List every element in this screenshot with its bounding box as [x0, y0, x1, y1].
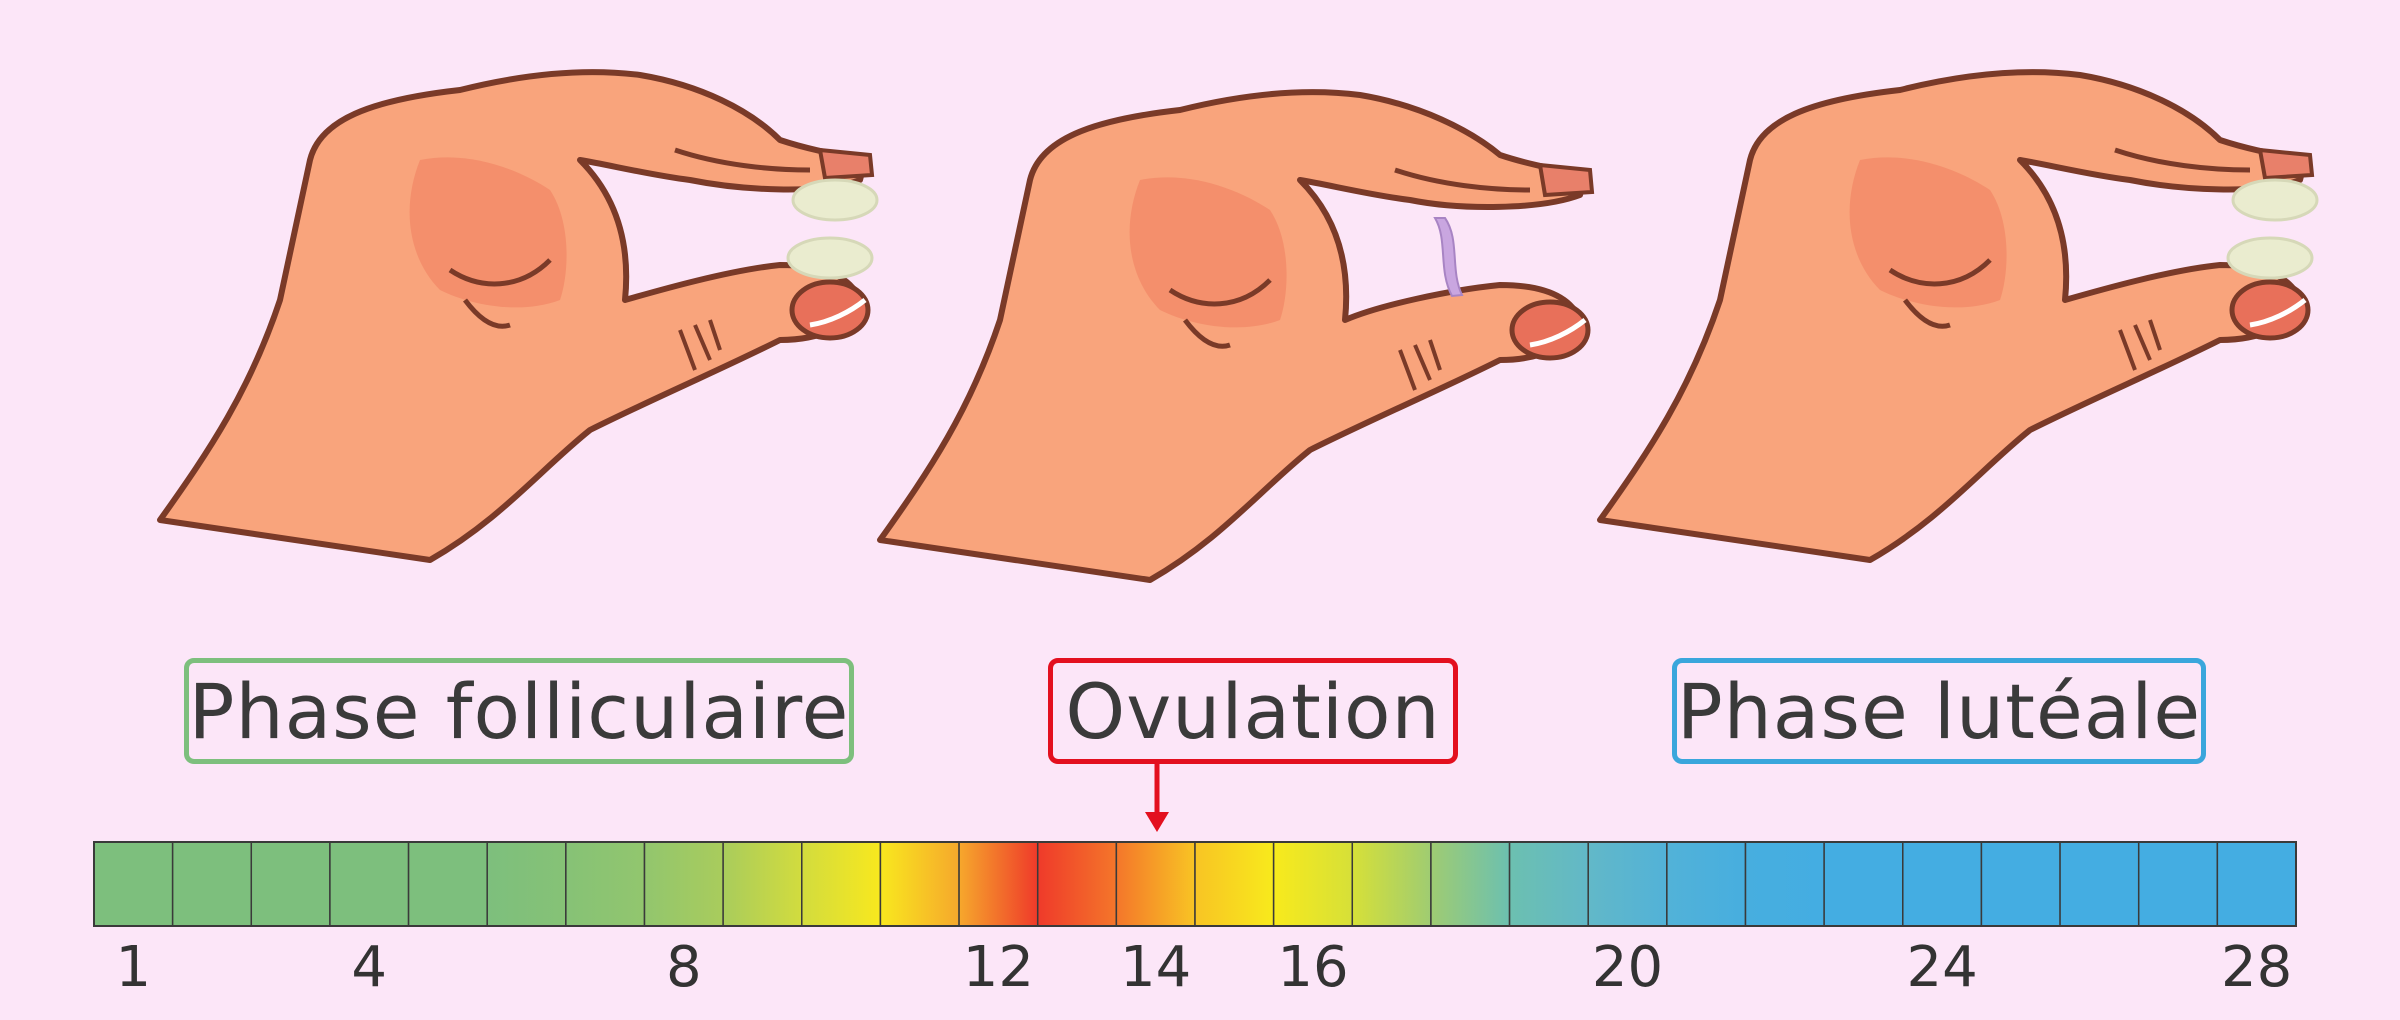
day-cell-19	[1508, 841, 1589, 927]
day-cell-3	[250, 841, 331, 927]
day-cell-8	[643, 841, 724, 927]
hand-illustration	[1597, 69, 2315, 563]
hand-follicular	[157, 69, 879, 563]
day-cell-22	[1744, 841, 1825, 927]
day-cell-5	[407, 841, 488, 927]
tick-label-day-4: 4	[351, 935, 388, 1000]
tick-label-day-20: 20	[1591, 935, 1664, 1000]
day-cell-24	[1902, 841, 1983, 927]
luteal-phase-label: Phase lutéale	[1672, 658, 2206, 764]
follicular-phase-label: Phase folliculaire	[184, 658, 854, 764]
day-cell-28	[2216, 841, 2297, 927]
day-cell-21	[1666, 841, 1747, 927]
day-cell-11	[879, 841, 960, 927]
mucus-drops	[2226, 178, 2319, 280]
tick-label-day-8: 8	[665, 935, 702, 1000]
day-cell-17	[1351, 841, 1432, 927]
day-cell-26	[2059, 841, 2140, 927]
day-cell-23	[1823, 841, 1904, 927]
day-cell-20	[1587, 841, 1668, 927]
tick-label-day-1: 1	[115, 935, 152, 1000]
tick-label-day-12: 12	[962, 935, 1035, 1000]
day-cell-27	[2137, 841, 2219, 927]
tick-label-day-28: 28	[2221, 935, 2293, 1000]
day-cell-2	[171, 841, 253, 927]
day-cell-7	[565, 841, 646, 927]
day-cell-6	[486, 841, 567, 927]
day-cell-18	[1430, 841, 1511, 927]
timeline-border	[93, 841, 2297, 927]
day-cell-1	[93, 841, 174, 927]
hand-ovulation	[877, 89, 1595, 583]
day-cell-14	[1115, 841, 1196, 927]
day-cell-13	[1036, 841, 1118, 927]
day-cell-4	[329, 841, 410, 927]
tick-label-day-16: 16	[1277, 935, 1349, 1000]
hand-luteal	[1597, 69, 2319, 563]
ovulation-label: Ovulation	[1048, 658, 1458, 764]
day-cell-16	[1272, 841, 1354, 927]
day-cell-10	[801, 841, 882, 927]
cycle-timeline	[93, 841, 2297, 927]
tick-label-day-24: 24	[1906, 935, 1978, 1000]
day-cell-9	[722, 841, 803, 927]
mucus-strand	[1433, 217, 1464, 298]
day-cell-15	[1194, 841, 1275, 927]
hand-illustration	[157, 69, 875, 563]
day-cell-12	[958, 841, 1039, 927]
day-cell-25	[1980, 841, 2061, 927]
mucus-drops	[786, 178, 879, 280]
tick-label-day-14: 14	[1120, 935, 1192, 1000]
hand-illustration	[877, 89, 1595, 583]
